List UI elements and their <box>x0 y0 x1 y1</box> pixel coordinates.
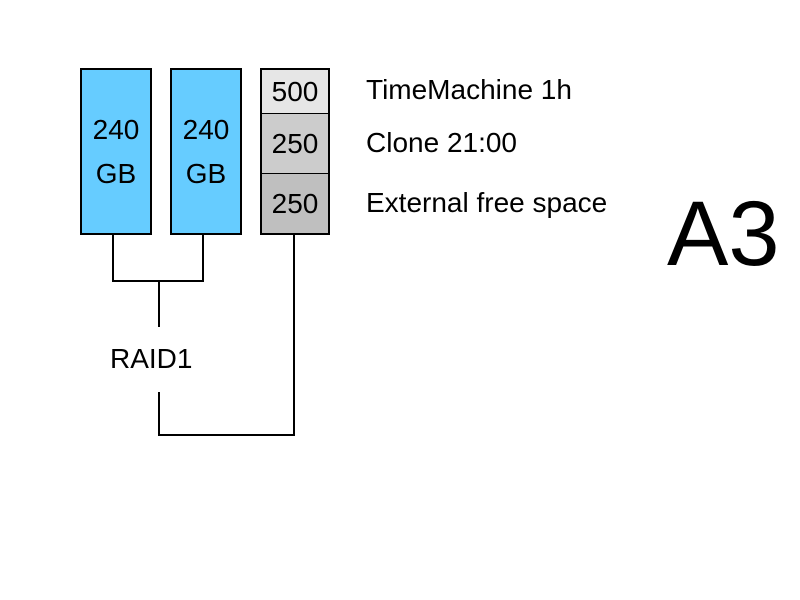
partition-size: 250 <box>271 187 319 219</box>
partition-free-space: 250 <box>262 174 328 233</box>
partition-timemachine: 500 <box>262 70 328 114</box>
partition-size: 250 <box>271 127 319 159</box>
raid-connector-line <box>112 235 204 282</box>
partition-size: 500 <box>271 75 319 107</box>
config-label: A3 <box>667 183 780 285</box>
label-timemachine: TimeMachine 1h <box>366 74 572 105</box>
disk-unit: GB <box>95 157 137 189</box>
raid-disk-2: 240 GB <box>170 68 242 235</box>
raid-label: RAID1 <box>110 343 193 374</box>
external-disk: 500 250 250 <box>260 68 330 235</box>
label-free-space: External free space <box>366 187 608 218</box>
partition-clone: 250 <box>262 114 328 174</box>
disk-unit: GB <box>185 157 227 189</box>
disk-capacity: 240 <box>182 113 230 145</box>
raid-disk-1: 240 GB <box>80 68 152 235</box>
disk-capacity: 240 <box>92 113 140 145</box>
label-clone: Clone 21:00 <box>366 127 518 158</box>
backup-connector-line <box>158 235 295 436</box>
